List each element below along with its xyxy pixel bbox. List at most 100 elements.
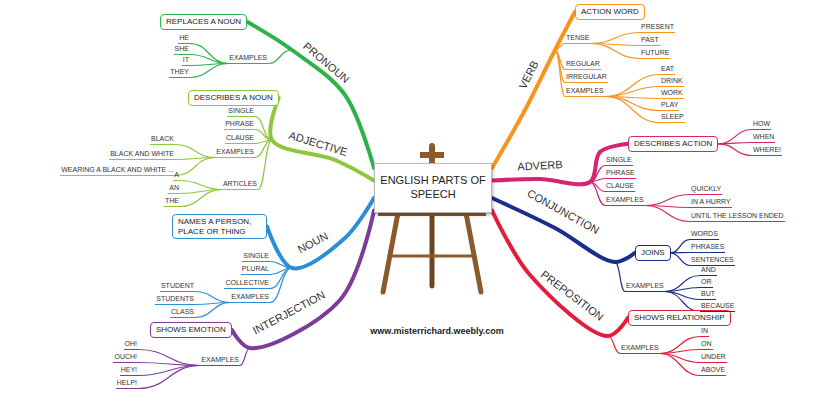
node-text: SHOWS RELATIONSHIP — [634, 313, 725, 322]
leaf-label: WEARING A BLACK AND WHITE ... — [60, 166, 175, 176]
label-text: AND — [701, 266, 716, 273]
leader-line — [138, 350, 200, 366]
leader-line — [660, 350, 700, 354]
label-text: BLACK — [151, 135, 174, 142]
branch-connector — [492, 211, 628, 337]
leaf-label: ARTICLES — [222, 180, 258, 190]
leader-line — [270, 268, 292, 303]
leaf-label: DRINK — [660, 77, 684, 87]
leaf-label: OR — [700, 278, 713, 288]
label-text: EXAMPLES — [606, 196, 644, 203]
leader-line — [138, 363, 200, 366]
definition-box: SHOWS RELATIONSHIP — [628, 310, 731, 326]
leaf-label: A — [173, 171, 180, 181]
leaf-label: ABOVE — [700, 366, 726, 376]
leaf-label: BLACK — [150, 135, 175, 145]
leader-line — [555, 50, 565, 97]
label-text: WORK — [661, 89, 683, 96]
leaf-label: OH! — [124, 340, 138, 350]
branch-connector — [267, 198, 374, 268]
leaf-label: STUDENT — [160, 282, 195, 292]
leaf-label: PAST — [640, 36, 660, 46]
definition-box: REPLACES A NOUN — [160, 14, 247, 30]
label-text: SINGLE — [228, 107, 254, 114]
leaf-label: TENSE — [565, 34, 590, 44]
label-text: TENSE — [566, 34, 589, 41]
leader-line — [615, 262, 625, 292]
label-text: AN — [169, 184, 179, 191]
definition-box: JOINS — [635, 245, 671, 261]
branch-connector — [492, 12, 575, 168]
label-text: WEARING A BLACK AND WHITE ... — [61, 166, 174, 173]
leaf-label: WHERE! — [752, 146, 782, 156]
label-text: BECAUSE — [701, 302, 734, 309]
node-text: REPLACES A NOUN — [166, 17, 241, 26]
label-text: EXAMPLES — [231, 293, 269, 300]
website-watermark: www.misterrichard.weebly.com — [369, 326, 505, 338]
branch-label: ADVERB — [515, 158, 565, 174]
label-text: CLASS — [171, 308, 194, 315]
label-text: EAT — [661, 65, 674, 72]
leader-line — [240, 348, 250, 366]
leader-line — [138, 366, 200, 376]
leader-line — [718, 144, 752, 156]
label-text: ARTICLES — [223, 180, 257, 187]
leaf-label: AND — [700, 266, 717, 276]
definition-box: DESCRIBES ACTION — [628, 136, 718, 152]
branch-label-text: NOUN — [296, 230, 330, 256]
label-text: UNDER — [701, 353, 726, 360]
leader-line — [190, 44, 228, 64]
leaf-label: HE — [178, 34, 190, 44]
label-text: REGULAR — [566, 60, 600, 67]
leaf-label: PHRASE — [224, 120, 255, 130]
label-text: ON — [701, 340, 712, 347]
leader-line — [671, 253, 690, 266]
leaf-label: EXAMPLES — [565, 87, 605, 97]
leaf-label: BUT — [700, 290, 716, 300]
leader-line — [665, 292, 700, 312]
leaf-label: PHRASES — [690, 243, 725, 253]
label-text: SLEEP — [661, 113, 684, 120]
label-text: CLAUSE — [606, 182, 634, 189]
leaf-label: AN — [168, 184, 180, 194]
leaf-label: COLLECTIVE — [224, 279, 270, 289]
label-text: SHE — [175, 45, 189, 52]
leader-line — [605, 75, 660, 97]
definition-box: NAMES A PERSON, PLACE OR THING — [172, 214, 267, 239]
leaf-label: REGULAR — [565, 60, 601, 70]
label-text: EXAMPLES — [626, 282, 664, 289]
leaf-label: EXAMPLES — [605, 196, 645, 206]
label-text: QUICKLY — [691, 185, 721, 192]
leader-line — [138, 366, 200, 389]
leaf-label: PLURAL — [241, 265, 270, 275]
leader-line — [268, 50, 292, 64]
label-text: STUDENT — [161, 282, 194, 289]
leaf-label: IT — [182, 56, 190, 66]
leaf-label: EXAMPLES — [625, 282, 665, 292]
label-text: PHRASE — [606, 169, 635, 176]
label-text: HEY! — [121, 366, 137, 373]
leaf-label: IN A HURRY — [690, 198, 732, 208]
label-text: PLAY — [661, 101, 678, 108]
node-text: ACTION WORD — [581, 7, 639, 16]
leader-line — [645, 195, 690, 206]
node-text: DESCRIBES ACTION — [634, 139, 712, 148]
label-text: WHERE! — [753, 146, 781, 153]
label-text: OUCH! — [114, 353, 137, 360]
label-text: PHRASE — [225, 120, 254, 127]
label-text: THE — [165, 197, 179, 204]
label-text: OR — [701, 278, 712, 285]
leaf-label: SINGLE — [242, 252, 270, 262]
label-text: BUT — [701, 290, 715, 297]
leaf-label: SHE — [174, 45, 190, 55]
label-text: HOW — [753, 120, 770, 127]
leaf-label: CLASS — [170, 308, 195, 318]
leader-line — [605, 87, 660, 97]
leader-line — [590, 182, 605, 206]
leader-line — [180, 190, 222, 207]
label-text: BLACK AND WHITE — [110, 150, 174, 157]
leaf-label: WORDS — [690, 230, 719, 240]
label-text: IT — [183, 56, 189, 63]
leaf-label: STUDENTS — [155, 295, 195, 305]
label-text: HELP! — [117, 379, 137, 386]
